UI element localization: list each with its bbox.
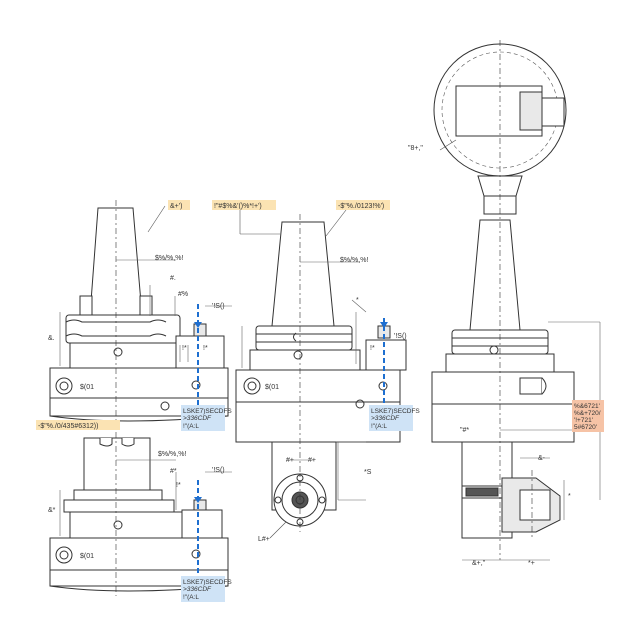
view3-tag-star: * xyxy=(356,297,359,304)
view3-dim: $%/%,%! xyxy=(340,257,368,264)
view1-tag-isq: '!S() xyxy=(212,303,225,310)
view3-tag-l: L#+ xyxy=(258,536,270,543)
view4-tag-ampdot: &+," xyxy=(472,560,486,567)
view2-dim: $%/%,%! xyxy=(158,451,186,458)
callout-top-right: -$"%./0123!%') xyxy=(338,203,384,210)
view1-tag-hash: #. xyxy=(170,275,176,282)
view3-tag-isq: '!S() xyxy=(394,333,407,340)
view2-label-a: $(01 xyxy=(80,553,94,560)
view4-tag-apos: &- xyxy=(538,455,546,462)
view-middle xyxy=(235,209,407,539)
spec-table-orange-row-3: 5#6720' xyxy=(574,424,597,431)
view-left-lower xyxy=(49,432,232,596)
callout-box-4 xyxy=(36,420,120,430)
view2-tag-amp: &* xyxy=(48,507,56,514)
view4-tag-apos2: *+ xyxy=(528,560,535,567)
view4-detail-label: "8+," xyxy=(408,145,423,152)
spec-table-1 xyxy=(181,405,225,431)
spec-table-orange xyxy=(572,400,604,432)
view2-tag-hashstar: #* xyxy=(170,468,177,475)
spec-table-2-row-2: !"(A:L xyxy=(371,423,387,430)
view1-label-a: $(01 xyxy=(80,384,94,391)
view1-tag-amp: &. xyxy=(48,335,55,342)
spec-table-orange-row-1: %&+720/ xyxy=(574,410,601,417)
view3-hash-r: #+ xyxy=(308,457,316,464)
spec-table-3-row-0: LSKE7)SECDFS xyxy=(183,579,232,586)
spec-table-1-row-2: !"(A:L xyxy=(183,423,199,430)
spec-table-2-row-0: LSKE7)SECDFS xyxy=(371,408,420,415)
spec-table-2 xyxy=(369,405,413,431)
spec-table-2-row-1: >336CDF xyxy=(371,415,400,422)
callout-box-2 xyxy=(212,200,276,210)
view4-tag-star: * xyxy=(568,493,571,500)
view3-tag-s: *S xyxy=(364,469,372,476)
spec-table-1-row-0: LSKE7)SECDFS xyxy=(183,408,232,415)
spec-table-1-row-1: >336CDF xyxy=(183,415,212,422)
view1-dim-a: $%/%,%! xyxy=(155,255,183,262)
spec-table-3-row-1: >336CDF xyxy=(183,586,212,593)
view-right xyxy=(431,40,601,561)
callout-mid-left: -$"%./0/435#6312)) xyxy=(38,423,98,430)
view3-hash-l: #+ xyxy=(286,457,294,464)
view3-label-a: $(01 xyxy=(265,384,279,391)
view2-tag-bang: !* xyxy=(176,482,181,489)
spec-table-3 xyxy=(181,576,225,602)
view-left-upper xyxy=(49,200,232,426)
callout-box-1 xyxy=(168,200,190,210)
callout-box-3 xyxy=(336,200,390,210)
spec-table-3-row-2: !"(A:L xyxy=(183,594,199,601)
view3-tag-bang: !* xyxy=(370,345,375,352)
callout-top-mid: !"#$%&'()%*!+') xyxy=(214,203,262,210)
spec-table-orange-row-2: '!+721' xyxy=(574,417,593,424)
callout-top-left: &+') xyxy=(170,203,182,210)
view1-tag-hashpct: #% xyxy=(178,291,188,298)
spec-table-orange-row-0: %&6721' xyxy=(574,403,600,410)
view1-tag-jr: !* xyxy=(203,345,208,352)
view4-tag-hashstar: "#* xyxy=(460,427,469,434)
view1-tag-jl: !* xyxy=(182,345,187,352)
view2-tag-isq: '!S() xyxy=(212,467,225,474)
